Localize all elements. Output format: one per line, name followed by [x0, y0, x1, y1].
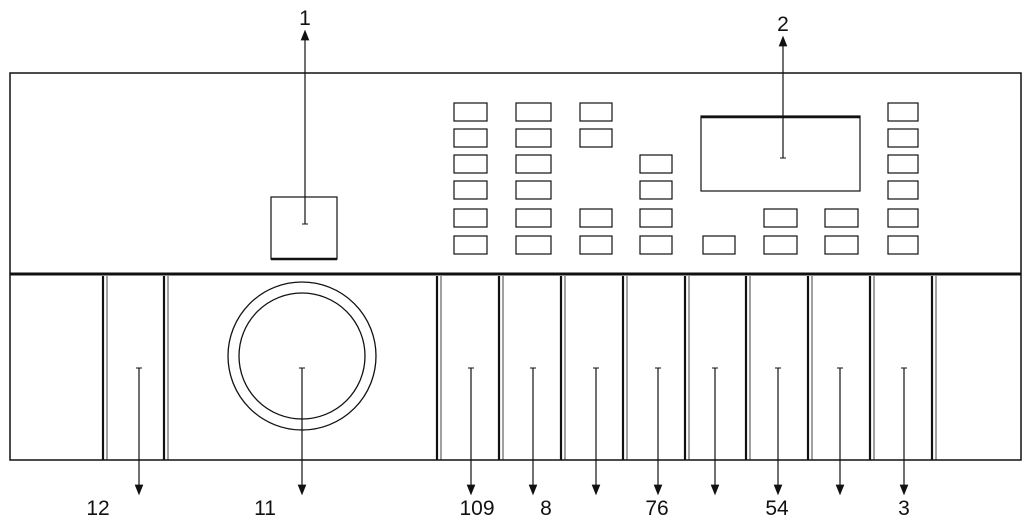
- callout-11: 11: [254, 497, 276, 520]
- panel-button-0-4: [453, 208, 488, 228]
- panel-button-3-2: [639, 208, 673, 228]
- panel-button-2-0: [579, 102, 613, 122]
- panel-button-1-0: [515, 102, 552, 122]
- lower-key-dividers: [101, 276, 937, 460]
- callout-2: 2: [777, 13, 789, 36]
- panel-button-3-0: [639, 154, 673, 174]
- panel-button-1-2: [515, 154, 552, 174]
- panel-button-7-5: [887, 235, 919, 255]
- callout-109: 109: [459, 497, 494, 520]
- callout-12: 12: [86, 497, 109, 520]
- panel-button-4-0: [702, 235, 736, 255]
- panel-button-0-2: [453, 154, 488, 174]
- panel-button-7-3: [887, 180, 919, 200]
- panel-button-1-5: [515, 235, 552, 255]
- panel-button-7-4: [887, 208, 919, 228]
- callout-1: 1: [299, 7, 311, 30]
- panel-button-5-0: [763, 208, 798, 228]
- button-grid: [453, 102, 919, 255]
- panel-button-0-3: [453, 180, 488, 200]
- panel-button-3-3: [639, 235, 673, 255]
- panel-button-6-0: [824, 208, 859, 228]
- panel-button-7-0: [887, 102, 919, 122]
- panel-button-1-4: [515, 208, 552, 228]
- panel-button-1-3: [515, 180, 552, 200]
- panel-button-2-2: [579, 208, 613, 228]
- callout-54: 54: [765, 497, 789, 520]
- callout-8: 8: [540, 497, 552, 520]
- power-button: [270, 196, 338, 261]
- panel-button-0-0: [453, 102, 488, 122]
- panel-button-2-3: [579, 235, 613, 255]
- panel-button-7-1: [887, 128, 919, 148]
- panel-button-2-1: [579, 128, 613, 148]
- display-window: [700, 115, 861, 192]
- callout-3: 3: [898, 497, 910, 520]
- panel-button-0-1: [453, 128, 488, 148]
- panel-button-0-5: [453, 235, 488, 255]
- callout-76: 76: [645, 497, 668, 520]
- panel-button-6-1: [824, 235, 859, 255]
- panel-button-3-1: [639, 180, 673, 200]
- leader-lines: [134, 29, 909, 496]
- selector-dial: [227, 281, 377, 431]
- panel-button-7-2: [887, 154, 919, 174]
- panel-button-5-1: [763, 235, 798, 255]
- panel-button-1-1: [515, 128, 552, 148]
